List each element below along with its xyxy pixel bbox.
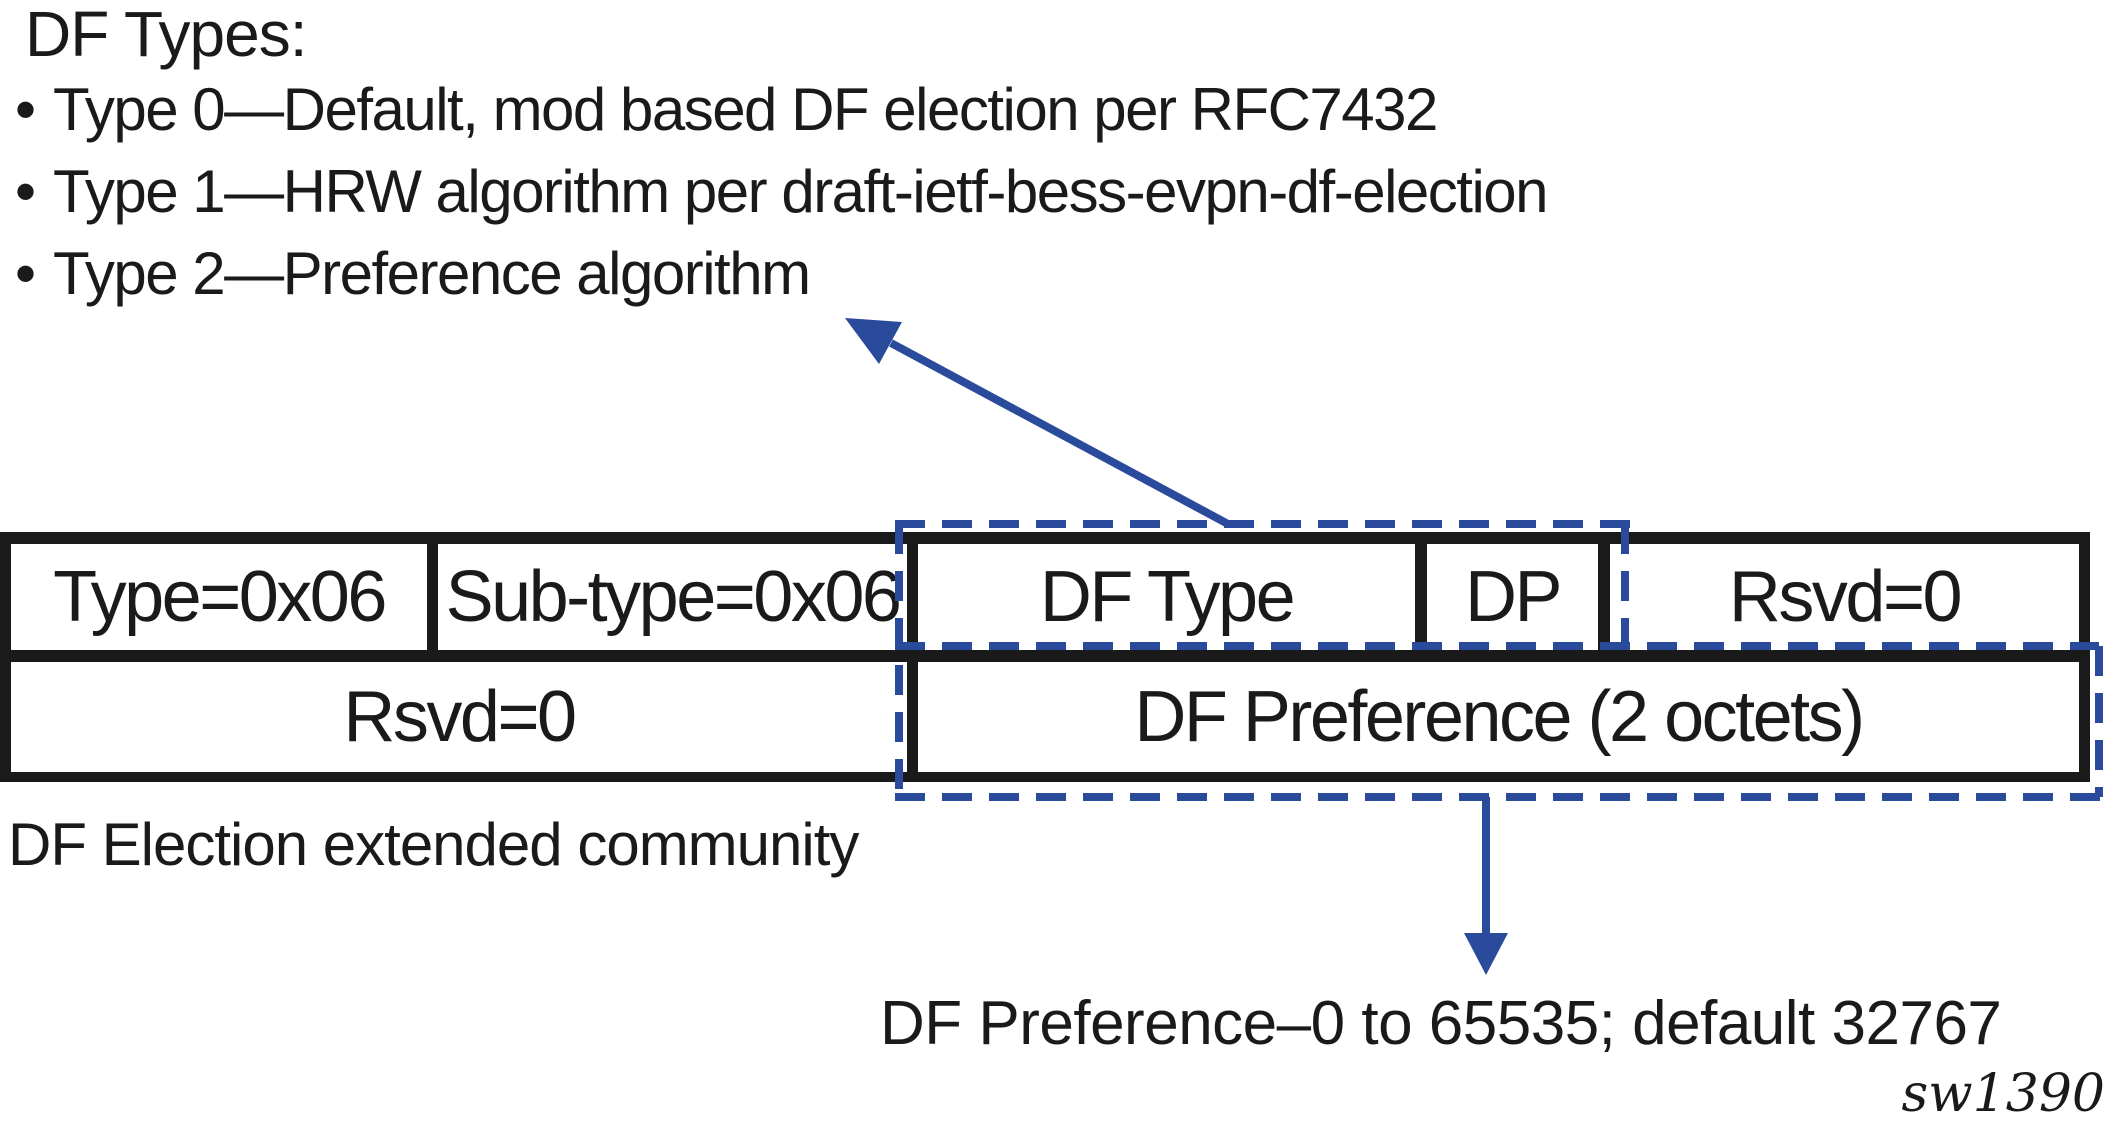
df-types-list: • Type 0—Default, mod based DF election … <box>15 69 1549 315</box>
arrow-df-preference-to-note <box>1464 797 1508 975</box>
df-types-heading: DF Types: <box>25 0 307 70</box>
df-preference-note: DF Preference–0 to 65535; default 32767 <box>880 989 2002 1058</box>
arrow-df-type-head-icon <box>845 318 902 364</box>
list-item-type1-text: Type 1—HRW algorithm per draft-ietf-bess… <box>53 158 1549 225</box>
bullet-icon: • <box>15 158 36 225</box>
field-subtype: Sub-type=0x06 <box>438 544 907 650</box>
arrow-df-preference-head-icon <box>1464 933 1508 975</box>
figure-id-watermark: sw1390 <box>1901 1064 2105 1124</box>
arrow-df-type-to-list <box>845 318 1230 528</box>
field-dp: DP <box>1427 544 1598 650</box>
extended-community-format-table: Type=0x06 Sub-type=0x06 DF Type DP Rsvd=… <box>0 532 2090 782</box>
list-item-type1: • Type 1—HRW algorithm per draft-ietf-be… <box>15 151 1549 233</box>
list-item-type0-text: Type 0—Default, mod based DF election pe… <box>53 76 1438 143</box>
field-rsvd-row2: Rsvd=0 <box>11 662 907 772</box>
arrow-df-type-line <box>889 339 1230 528</box>
field-df-preference: DF Preference (2 octets) <box>918 662 2079 772</box>
field-type: Type=0x06 <box>11 544 427 650</box>
list-item-type0: • Type 0—Default, mod based DF election … <box>15 69 1547 151</box>
bullet-icon: • <box>15 240 36 307</box>
field-rsvd-row1: Rsvd=0 <box>1610 544 2079 650</box>
list-item-type2-text: Type 2—Preference algorithm <box>53 240 811 307</box>
list-item-type2: • Type 2—Preference algorithm <box>15 233 1547 315</box>
field-df-type: DF Type <box>918 544 1415 650</box>
table-caption: DF Election extended community <box>8 811 859 878</box>
bullet-icon: • <box>15 76 36 143</box>
